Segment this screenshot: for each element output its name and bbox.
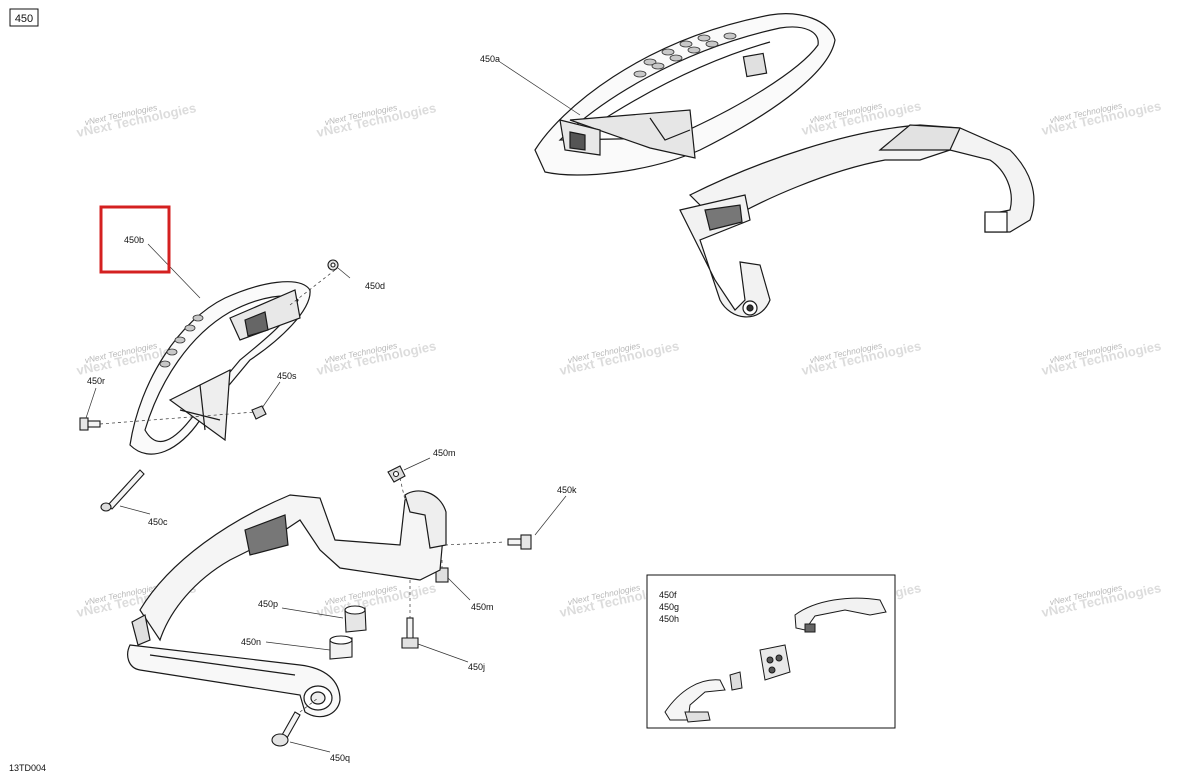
callout-450m[interactable]: 450m [471,602,494,612]
callout-450q[interactable]: 450q [330,753,350,763]
watermark: vNext Technologies vNext Technologies [75,100,197,140]
part-450n-bushing[interactable] [329,635,353,660]
part-450j-bolt[interactable] [401,617,419,649]
callout-450j[interactable]: 450j [468,662,485,672]
watermark: vNext Technologies vNext Technologies [558,338,680,378]
lever-arm-lower[interactable] [127,490,447,718]
watermark: vNext Technologies vNext Technologies [315,580,437,620]
callout-450k[interactable]: 450k [557,485,577,495]
callout-450c[interactable]: 450c [148,517,168,527]
part-450d-nut[interactable] [327,259,339,271]
part-450m-nut[interactable] [387,465,406,483]
part-450a-hand-guard-assembly[interactable] [534,13,1035,318]
page-id-box: 450 [9,8,39,27]
callout-450n[interactable]: 450n [241,637,261,647]
part-450b-hand-guard-shell[interactable] [129,281,311,455]
part-450p-spacer[interactable] [344,605,367,633]
watermark: vNext Technologies vNext Technologies [800,338,922,378]
inset-kit-box: 450f 450g 450h [646,574,896,729]
kit-parts[interactable] [664,597,887,723]
watermark: vNext Technologies vNext Technologies [315,100,437,140]
part-450q-bolt[interactable] [271,711,301,747]
callout-450d[interactable]: 450d [365,281,385,291]
part-450k-bolt[interactable] [507,534,532,550]
drawing-code: 13TD004 [9,763,46,773]
watermark: vNext Technologies vNext Technologies [315,338,437,378]
callout-450f[interactable]: 450f [659,590,677,600]
callout-labels: 450a 450b 450c 450d 450r 450s 450m 450k … [87,54,577,763]
part-450s-nut[interactable] [251,405,267,420]
page-id: 450 [15,13,33,25]
part-450c-long-bolt[interactable] [100,469,145,512]
callout-450a[interactable]: 450a [480,54,500,64]
callout-450b[interactable]: 450b [124,235,144,245]
callout-450m[interactable]: 450m [433,448,456,458]
highlight-box [99,205,171,274]
watermark: vNext Technologies vNext Technologies [1040,98,1162,138]
watermark: vNext Technologies vNext Technologies [1040,338,1162,378]
callout-450h[interactable]: 450h [659,614,679,624]
callout-450s[interactable]: 450s [277,371,297,381]
callout-450r[interactable]: 450r [87,376,105,386]
callout-450p[interactable]: 450p [258,599,278,609]
leader-lines [85,61,581,753]
callout-450g[interactable]: 450g [659,602,679,612]
watermark: vNext Technologies vNext Technologies [1040,580,1162,620]
part-450r-bolt[interactable] [79,417,101,431]
